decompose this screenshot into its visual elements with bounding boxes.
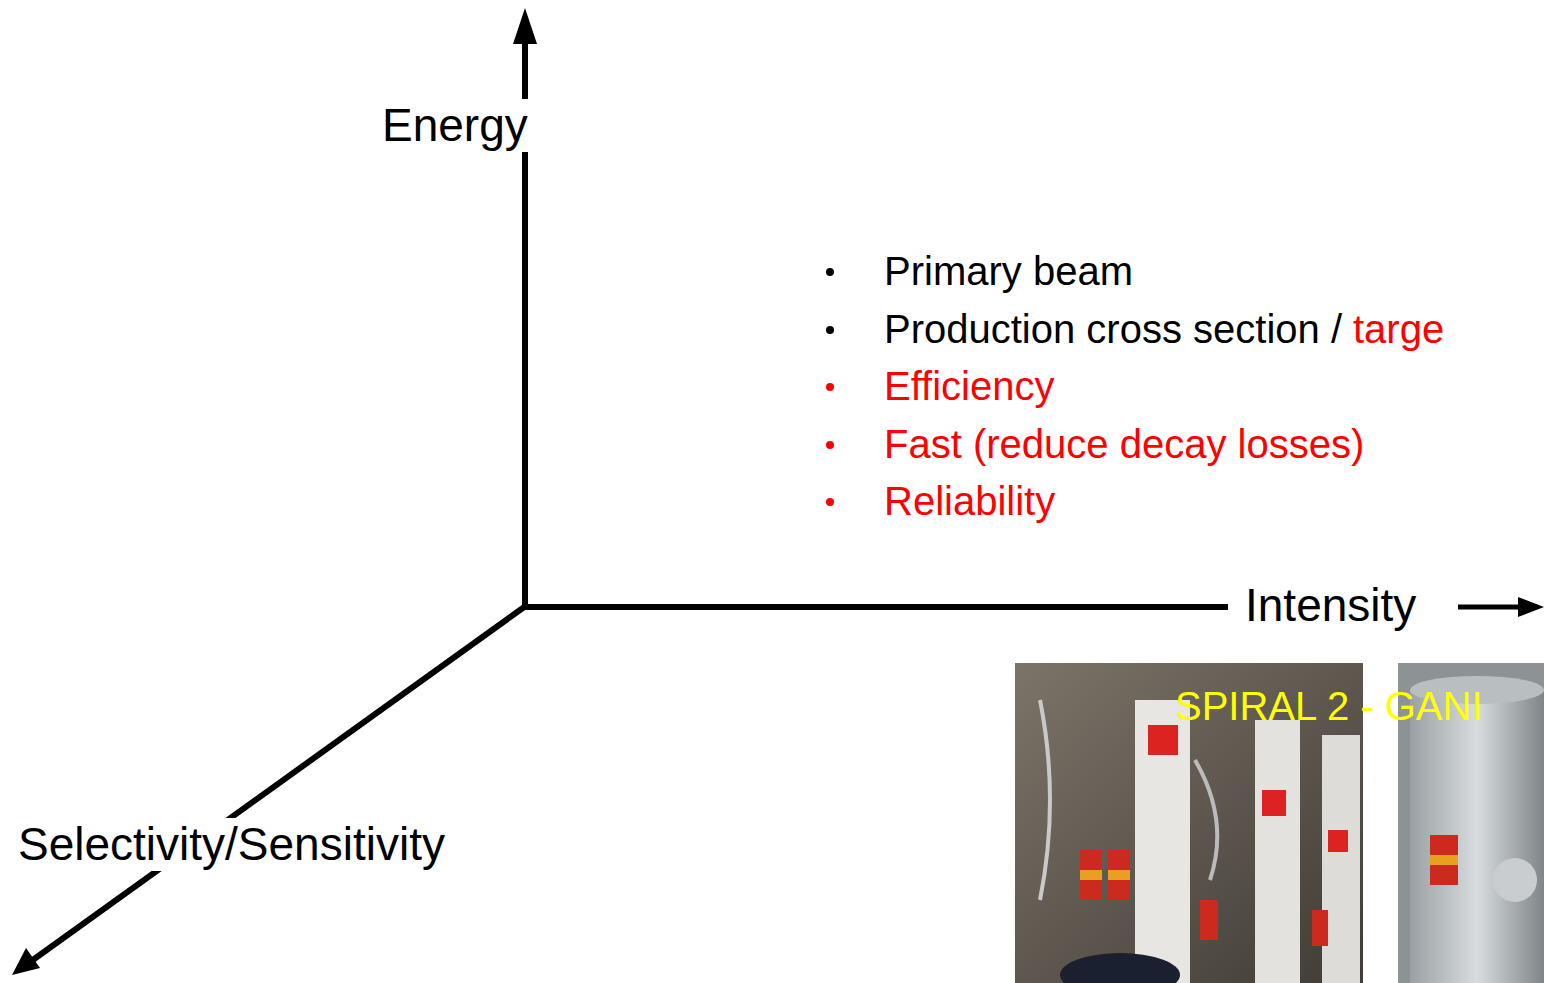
bullet-text-highlight: Fast (reduce decay losses) [884,421,1364,467]
arrow-head [513,8,537,44]
bullet-dots-red [826,383,834,506]
selectivity-axis [30,605,527,962]
bullet-text: Production cross section / [884,306,1342,352]
bullet-text: Primary beam [884,248,1133,294]
arrow-head [1518,597,1544,617]
intensity-arrow [1458,605,1522,610]
bullet-text-highlight: Reliability [884,478,1055,524]
axis-label: Selectivity/Sensitivity [14,818,449,871]
axis-label: Energy [378,99,532,152]
bullet-text-highlight: Efficiency [884,363,1054,409]
bullet-dots [826,268,834,334]
axis-label: Intensity [1241,579,1420,632]
intensity-axis [522,604,1228,610]
photo-caption: SPIRAL 2 - GANI [1175,683,1483,729]
bullet-text-highlight: targe [1353,306,1444,352]
arrow-head [12,948,40,975]
